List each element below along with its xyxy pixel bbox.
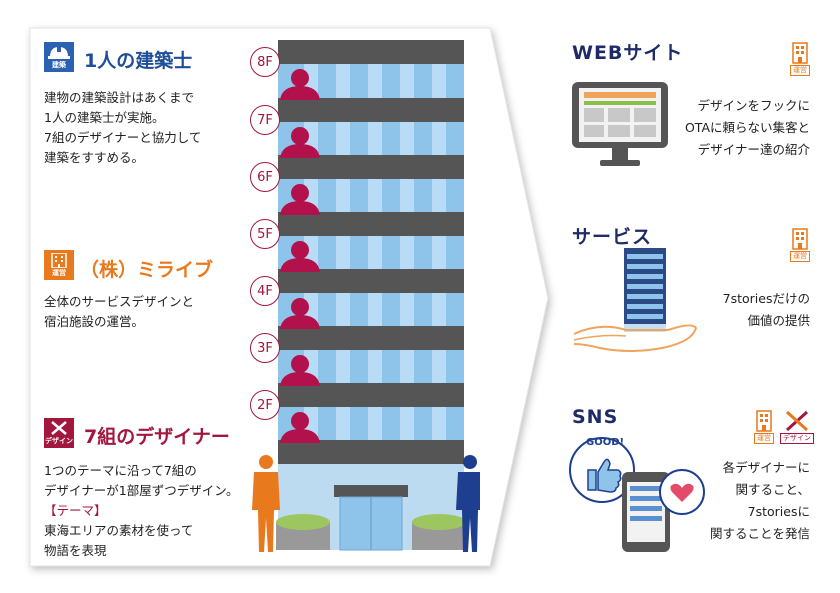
company-icon-label: 運営: [52, 269, 66, 277]
architect-line: 1人の建築士が実施。: [44, 110, 165, 125]
floor-label-6f: 6F: [250, 162, 280, 192]
service-title: サービス: [572, 226, 653, 248]
architect-description: 建物の建築設計はあくまで 1人の建築士が実施。 7組のデザイナーと協力して 建築…: [44, 88, 201, 168]
sns-operations-icon: 運営: [754, 410, 774, 444]
floor-label-7f: 7F: [250, 105, 280, 135]
designers-line: 1つのテーマに沿って7組の: [44, 463, 197, 478]
sns-title: SNS: [572, 406, 619, 428]
designers-theme-line: 東海エリアの素材を使って: [44, 523, 194, 538]
company-person-figure: [252, 455, 280, 552]
architect-line: 7組のデザイナーと協力して: [44, 130, 202, 145]
designers-description: 1つのテーマに沿って7組の デザイナーが1部屋ずつデザイン。 【テーマ】 東海エ…: [44, 461, 238, 561]
sns-line: 関すること、: [735, 482, 810, 497]
architect-helmet-icon: 建築: [44, 42, 74, 72]
sns-description: 各デザイナーに 関すること、 7storiesに 関することを発信: [710, 457, 810, 545]
designers-title: 7組のデザイナー: [84, 426, 230, 448]
designer-pencil-icon: デザイン: [44, 418, 74, 448]
hand-holding-building-icon: [573, 248, 698, 352]
sns-icon-label-operations: 運営: [754, 433, 774, 444]
floor-label-4f: 4F: [250, 276, 280, 306]
floor-label-2f: 2F: [250, 390, 280, 420]
sns-line: 関することを発信: [709, 526, 810, 541]
architect-title: 1人の建築士: [84, 50, 193, 72]
floor-label-8f: 8F: [250, 47, 280, 77]
service-operations-icon: 運営: [790, 228, 810, 262]
sns-design-icon: デザイン: [780, 410, 814, 444]
architect-person-figure: [456, 455, 480, 552]
floor-label-3f: 3F: [250, 333, 280, 363]
service-description: 7storiesだけの 価値の提供: [723, 288, 810, 332]
web-title: WEBサイト: [572, 42, 684, 64]
sns-line: 7storiesに: [747, 504, 810, 519]
service-line: 7storiesだけの: [722, 291, 810, 306]
architect-icon-label: 建築: [52, 61, 66, 69]
building-illustration: [252, 40, 480, 552]
company-building-icon: 運営: [44, 250, 74, 280]
service-icon-label: 運営: [790, 251, 810, 262]
web-icon-label: 運営: [790, 65, 810, 76]
designers-theme-label: 【テーマ】: [44, 503, 107, 518]
sns-phone-illustration: [569, 437, 705, 552]
web-line: デザイナー達の紹介: [697, 142, 810, 157]
architect-line: 建築をすすめる。: [44, 150, 145, 165]
sns-icon-label-design: デザイン: [780, 433, 814, 444]
designers-line: デザイナーが1部屋ずつデザイン。: [44, 483, 239, 498]
web-operations-icon: 運営: [790, 42, 810, 76]
architect-line: 建物の建築設計はあくまで: [44, 90, 195, 105]
company-line: 宿泊施設の運営。: [44, 314, 145, 329]
sns-line: 各デザイナーに: [722, 460, 810, 475]
company-description: 全体のサービスデザインと 宿泊施設の運営。: [44, 292, 194, 332]
service-line: 価値の提供: [747, 313, 810, 328]
web-line: OTAに頼らない集客と: [684, 120, 810, 135]
designers-theme-line: 物語を表現: [44, 543, 107, 558]
floor-label-5f: 5F: [250, 219, 280, 249]
company-line: 全体のサービスデザインと: [44, 294, 195, 309]
web-description: デザインをフックに OTAに頼らない集客と デザイナー達の紹介: [685, 95, 810, 161]
designer-icon-label: デザイン: [45, 437, 73, 445]
web-line: デザインをフックに: [697, 98, 810, 113]
sns-good-bubble-text: GOOD!: [586, 437, 625, 448]
company-title: （株）ミライブ: [80, 259, 214, 281]
monitor-icon: [572, 82, 668, 166]
